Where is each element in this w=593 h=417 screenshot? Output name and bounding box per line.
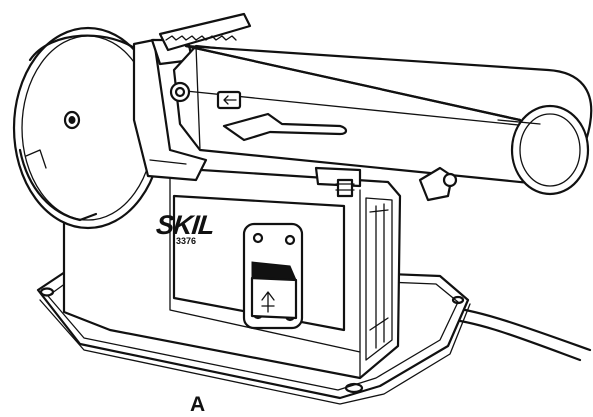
tracking-knob[interactable] bbox=[169, 81, 191, 103]
power-switch[interactable] bbox=[242, 222, 304, 330]
belt-fence bbox=[158, 12, 252, 52]
belt-direction-arrow-icon bbox=[223, 95, 237, 105]
sanding-disc bbox=[12, 26, 164, 230]
belt-tension-lever[interactable] bbox=[222, 112, 348, 142]
belt-direction-label bbox=[216, 90, 242, 110]
callout-label-a: A bbox=[190, 393, 206, 416]
tilt-lock-knob[interactable] bbox=[418, 166, 458, 202]
sanding-belt bbox=[184, 44, 593, 196]
model-number: 3376 bbox=[176, 236, 196, 246]
brand-logo: SKIL bbox=[155, 209, 216, 240]
belt-table-bracket bbox=[314, 166, 362, 198]
switch-arrow-icon bbox=[261, 291, 275, 313]
brand-label-plate: SKIL 3376 bbox=[155, 194, 346, 332]
